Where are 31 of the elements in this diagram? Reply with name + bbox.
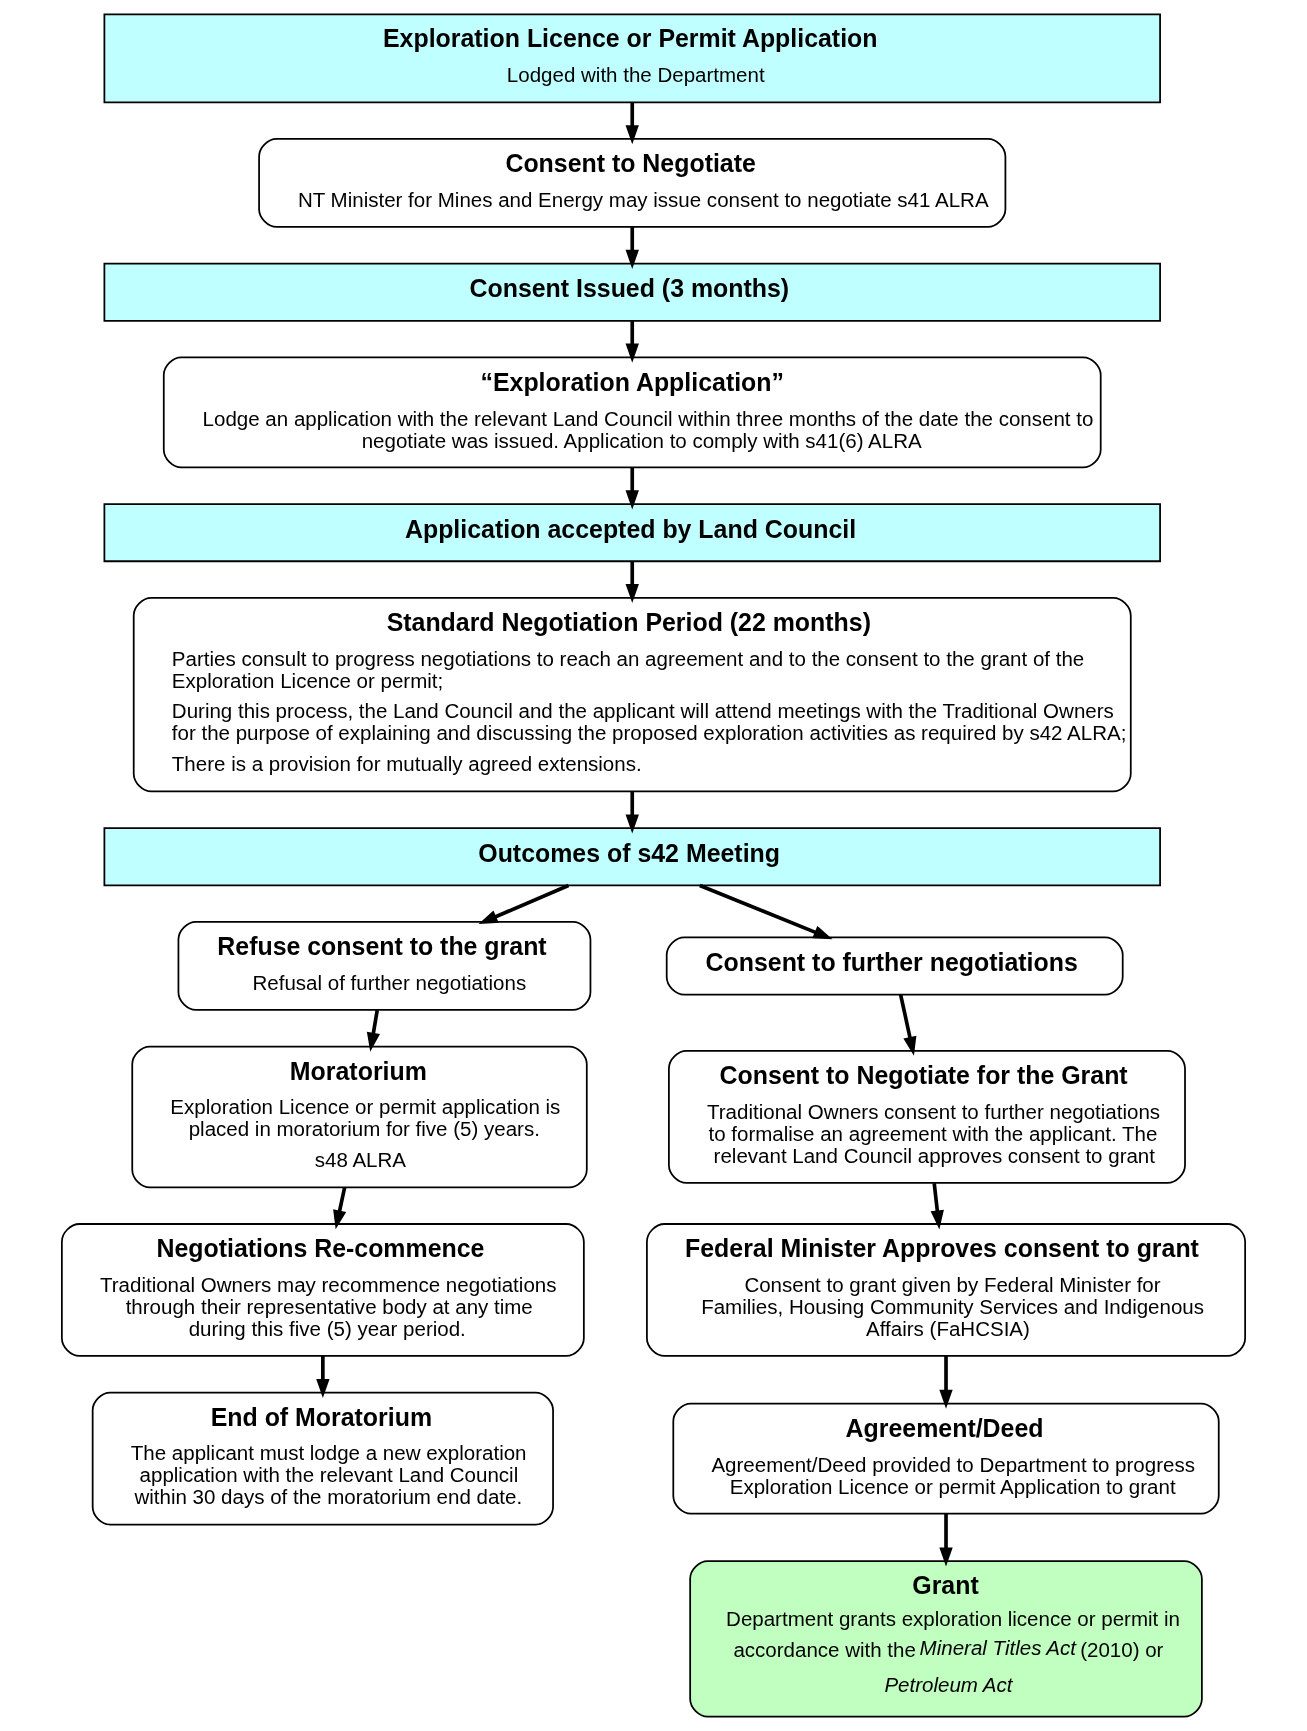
arrow — [333, 1187, 347, 1230]
node-box: Negotiations Re-commence Traditional Owners may recommence negotiations through their representative body at any time during this five (5) year period. — [61, 1223, 585, 1357]
arrow — [898, 994, 917, 1056]
arrow — [625, 227, 639, 269]
node-box: Refuse consent to the grant Refusal of further negotiations — [177, 921, 592, 1011]
node-box: Grant Department grants exploration licence or permit in accordance with the Mineral Titles Act (2010) or Petroleum Act — [689, 1560, 1203, 1718]
node-box: Consent to further negotiations — [665, 936, 1124, 996]
node-box: Standard Negotiation Period (22 months) Parties consult to progress negotiations to reach an agreement and to the consent to the grant of the Exploration Licence or permit; During this process, the Land Council and the applicant will attend meetings with the Traditional Owners for the purpose of explaining and discussing the proposed exploration activities as required by s42 ALRA; There is a provision for mutually agreed extensions. — [132, 597, 1132, 793]
node-box: Consent to Negotiate for the Grant Traditional Owners consent to further negotiations to formalise an agreement with the applicant. The relevant Land Council approves consent to grant — [668, 1050, 1186, 1184]
arrow — [625, 791, 639, 834]
node-box: Consent to Negotiate NT Minister for Mines and Energy may issue consent to negotiate s41 ALRA — [258, 138, 1007, 228]
arrow — [699, 883, 833, 940]
arrow — [939, 1513, 953, 1567]
arrow — [625, 102, 639, 145]
node-box: End of Moratorium The applicant must lodge a new exploration application with the relevant Land Council within 30 days of the moratorium end date. — [91, 1391, 554, 1526]
arrow — [939, 1356, 953, 1409]
arrow — [478, 883, 570, 925]
arrow — [930, 1183, 944, 1230]
node-box: Exploration Licence or Permit Application Lodged with the Department — [103, 13, 1161, 104]
node-box: Consent Issued (3 months) — [103, 262, 1161, 322]
arrow — [625, 467, 639, 510]
node-box: Application accepted by Land Council — [103, 503, 1161, 563]
arrow — [316, 1356, 330, 1399]
node-box: Federal Minister Approves consent to grant Consent to grant given by Federal Minister for Families, Housing Community Services and Indigenous Affairs (FaHCSIA) — [646, 1223, 1246, 1357]
node-box: “Exploration Application” Lodge an application with the relevant Land Council within three months of the date the consent to negotiate was issued. Application to comply with s41(6) ALRA — [162, 356, 1102, 469]
node-box: Outcomes of s42 Meeting — [103, 827, 1161, 887]
node-box: Moratorium Exploration Licence or permit application is placed in moratorium for five (5) years. s48 ALRA — [131, 1045, 588, 1189]
arrow — [625, 320, 639, 363]
arrow — [625, 561, 639, 604]
node-box: Agreement/Deed Agreement/Deed provided to Department to progress Exploration Licence or permit Application to grant — [672, 1402, 1220, 1515]
arrow — [366, 1009, 381, 1052]
